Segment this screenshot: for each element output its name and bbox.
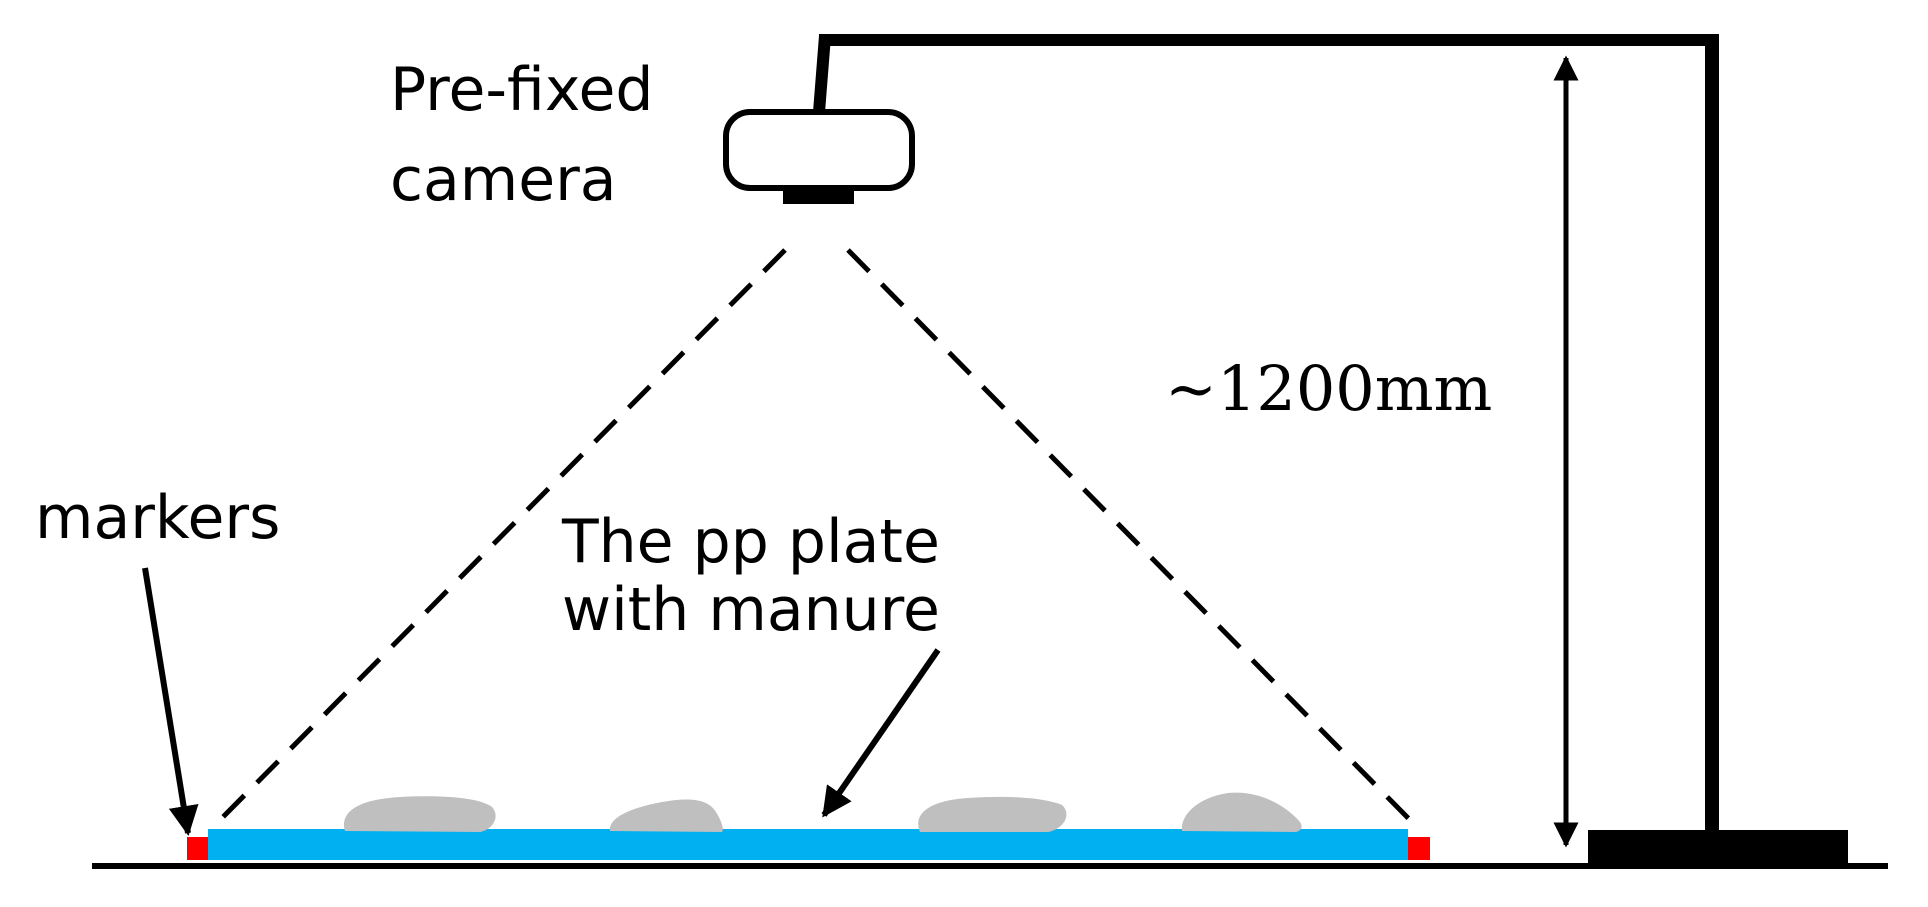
camera-label-line1: Pre-fixed: [390, 55, 654, 125]
plate-label-line2: with manure: [562, 575, 940, 645]
camera-hanger: [813, 35, 831, 113]
pp-plate: [208, 829, 1408, 860]
camera-lens: [783, 186, 854, 204]
field-of-view-left: [218, 248, 787, 822]
camera-body: [723, 109, 915, 191]
plate-arrow: [821, 648, 941, 818]
plate-label-line1: The pp plate: [561, 507, 940, 577]
manure-pile-2: [609, 799, 723, 832]
marker-right: [1408, 837, 1430, 860]
stand-base: [1588, 830, 1848, 863]
manure-pile-4: [1181, 792, 1302, 832]
height-label: ~1200mm: [1165, 352, 1492, 425]
field-of-view-right: [846, 248, 1412, 822]
camera-label-line2: camera: [390, 145, 617, 215]
markers-label: markers: [35, 483, 280, 553]
markers-arrow: [142, 567, 199, 836]
marker-left: [187, 837, 208, 860]
manure-pile-3: [918, 796, 1067, 832]
manure-pile-1: [343, 796, 496, 832]
